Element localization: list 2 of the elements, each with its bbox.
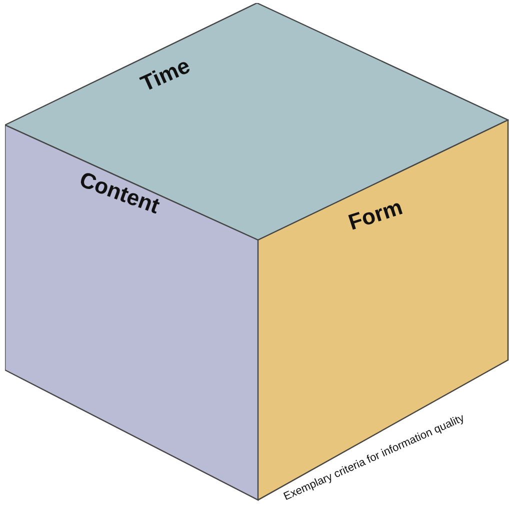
face-label: Time xyxy=(136,52,194,98)
face-label: Form xyxy=(345,194,406,236)
